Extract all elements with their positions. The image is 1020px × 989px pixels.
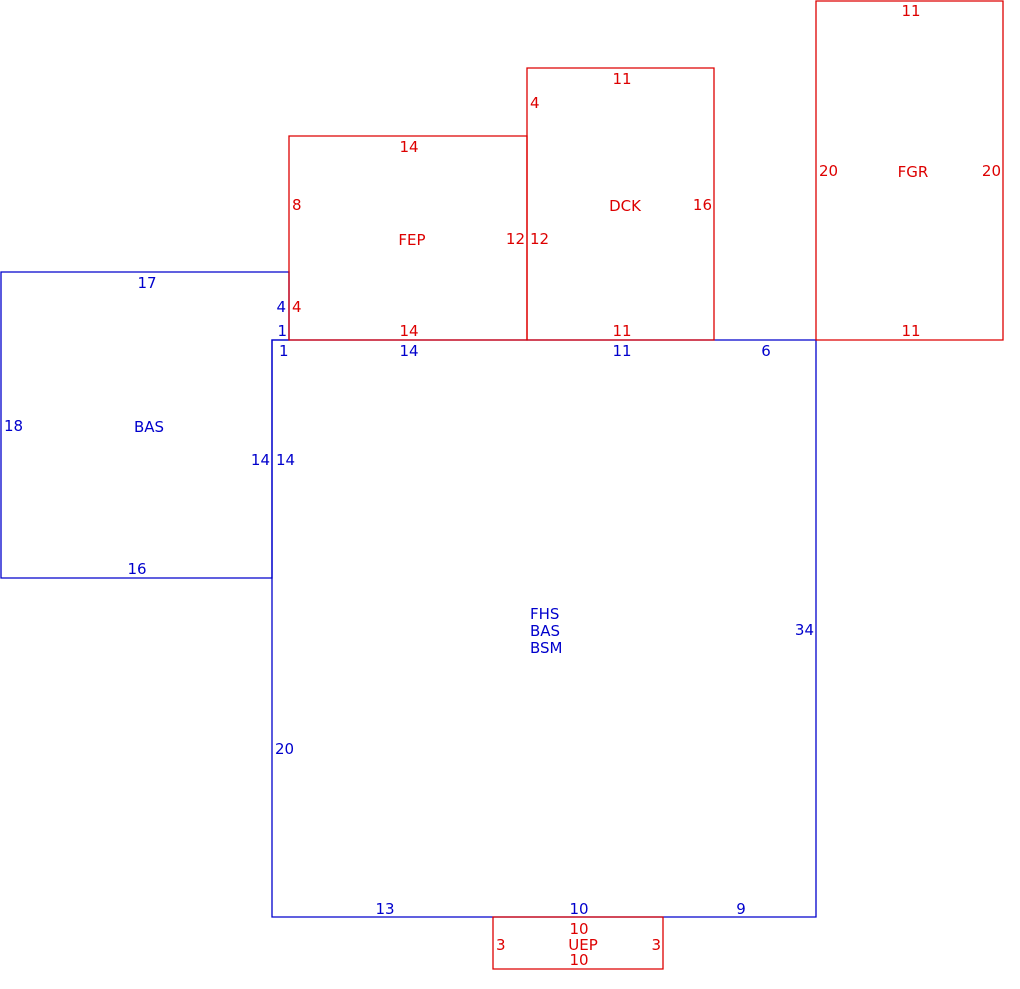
area-uep (492, 916, 664, 970)
area-label-fep: FEP (398, 231, 425, 249)
dim-main-top-b: 11 (612, 342, 631, 360)
dim-fep-left-upper: 8 (292, 196, 302, 214)
area-label-main-bsm: BSM (530, 639, 563, 657)
outline-uep (492, 916, 664, 970)
area-dck (526, 67, 715, 341)
dim-fep-bottom: 14 (399, 322, 418, 340)
area-fgr (815, 0, 1004, 341)
outline-fgr (815, 0, 1004, 341)
dim-main-top-c: 6 (761, 342, 771, 360)
dim-dck-left-upper: 4 (530, 94, 540, 112)
dim-fep-top: 14 (399, 138, 418, 156)
dim-dck-top: 11 (612, 70, 631, 88)
dim-main-left-lower: 20 (275, 740, 294, 758)
dim-dck-right: 16 (693, 196, 712, 214)
dim-bas-west-right-step: 1 (277, 322, 287, 340)
dim-bas-west-bottom: 16 (127, 560, 146, 578)
dim-main-bottom-b: 10 (569, 900, 588, 918)
dim-bas-west-right-lower: 14 (251, 451, 270, 469)
dim-bas-west-right-upper: 4 (276, 298, 286, 316)
dim-dck-bottom: 11 (612, 322, 631, 340)
dim-dck-left-lower: 12 (530, 230, 549, 248)
dim-uep-top: 10 (569, 920, 588, 938)
outline-dck (526, 67, 715, 341)
area-label-uep: UEP (568, 936, 598, 954)
dim-bas-west-top: 17 (137, 274, 156, 292)
dim-main-top-step: 1 (279, 342, 289, 360)
dim-main-left-upper: 14 (276, 451, 295, 469)
area-label-main-bas: BAS (530, 622, 560, 640)
dim-fgr-left: 20 (819, 162, 838, 180)
dim-main-top-a: 14 (399, 342, 418, 360)
dim-uep-right: 3 (651, 936, 661, 954)
dim-fgr-right: 20 (982, 162, 1001, 180)
dim-fgr-top: 11 (901, 2, 920, 20)
dim-fep-left-lower: 4 (292, 298, 302, 316)
area-label-dck: DCK (609, 197, 642, 215)
dim-main-bottom-a: 13 (375, 900, 394, 918)
dim-bas-west-left: 18 (4, 417, 23, 435)
area-label-main-fhs: FHS (530, 605, 559, 623)
area-label-fgr: FGR (898, 163, 929, 181)
dim-fgr-bottom: 11 (901, 322, 920, 340)
area-label-bas-west: BAS (134, 418, 164, 436)
dim-uep-bottom: 10 (569, 951, 588, 969)
dim-main-right: 34 (795, 621, 814, 639)
dim-main-bottom-c: 9 (736, 900, 746, 918)
dim-fep-right: 12 (506, 230, 525, 248)
dim-uep-left: 3 (496, 936, 506, 954)
